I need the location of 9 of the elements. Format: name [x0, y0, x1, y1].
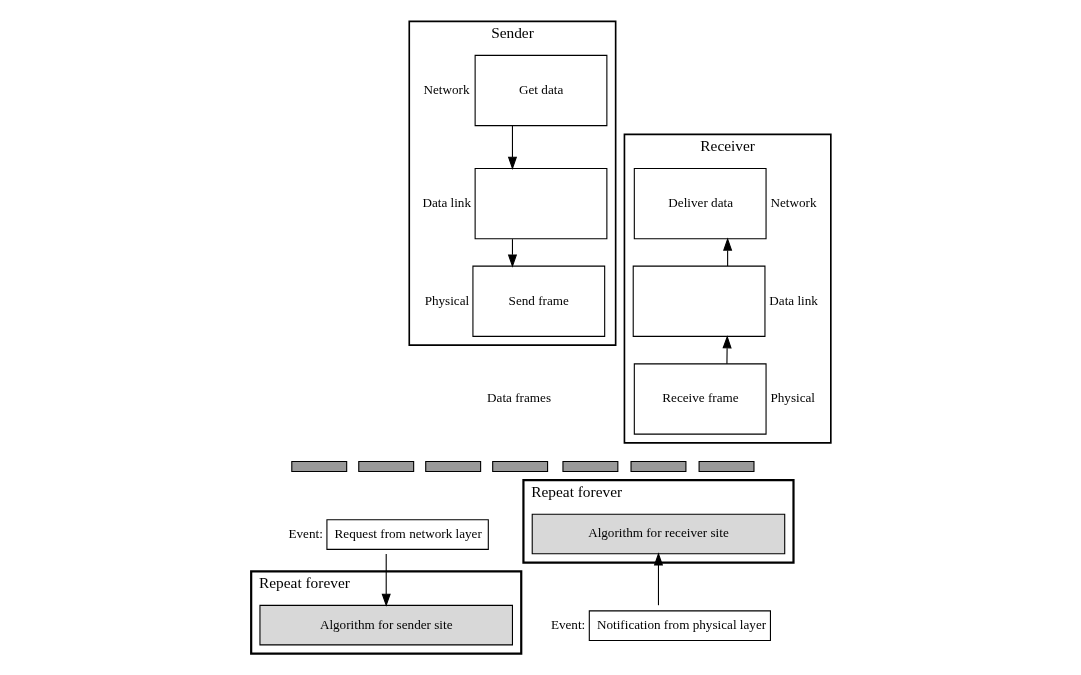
label: Data frames — [486, 390, 551, 406]
node-label: Network — [769, 194, 816, 210]
node-label: Physical — [769, 390, 815, 406]
node-label: Data link — [421, 194, 471, 210]
node-label: Event: — [288, 525, 323, 541]
node-label: Physical — [424, 292, 469, 308]
node-label: Data link — [768, 292, 818, 308]
node-label: Network — [423, 81, 470, 97]
node-label: Event: — [550, 617, 585, 633]
